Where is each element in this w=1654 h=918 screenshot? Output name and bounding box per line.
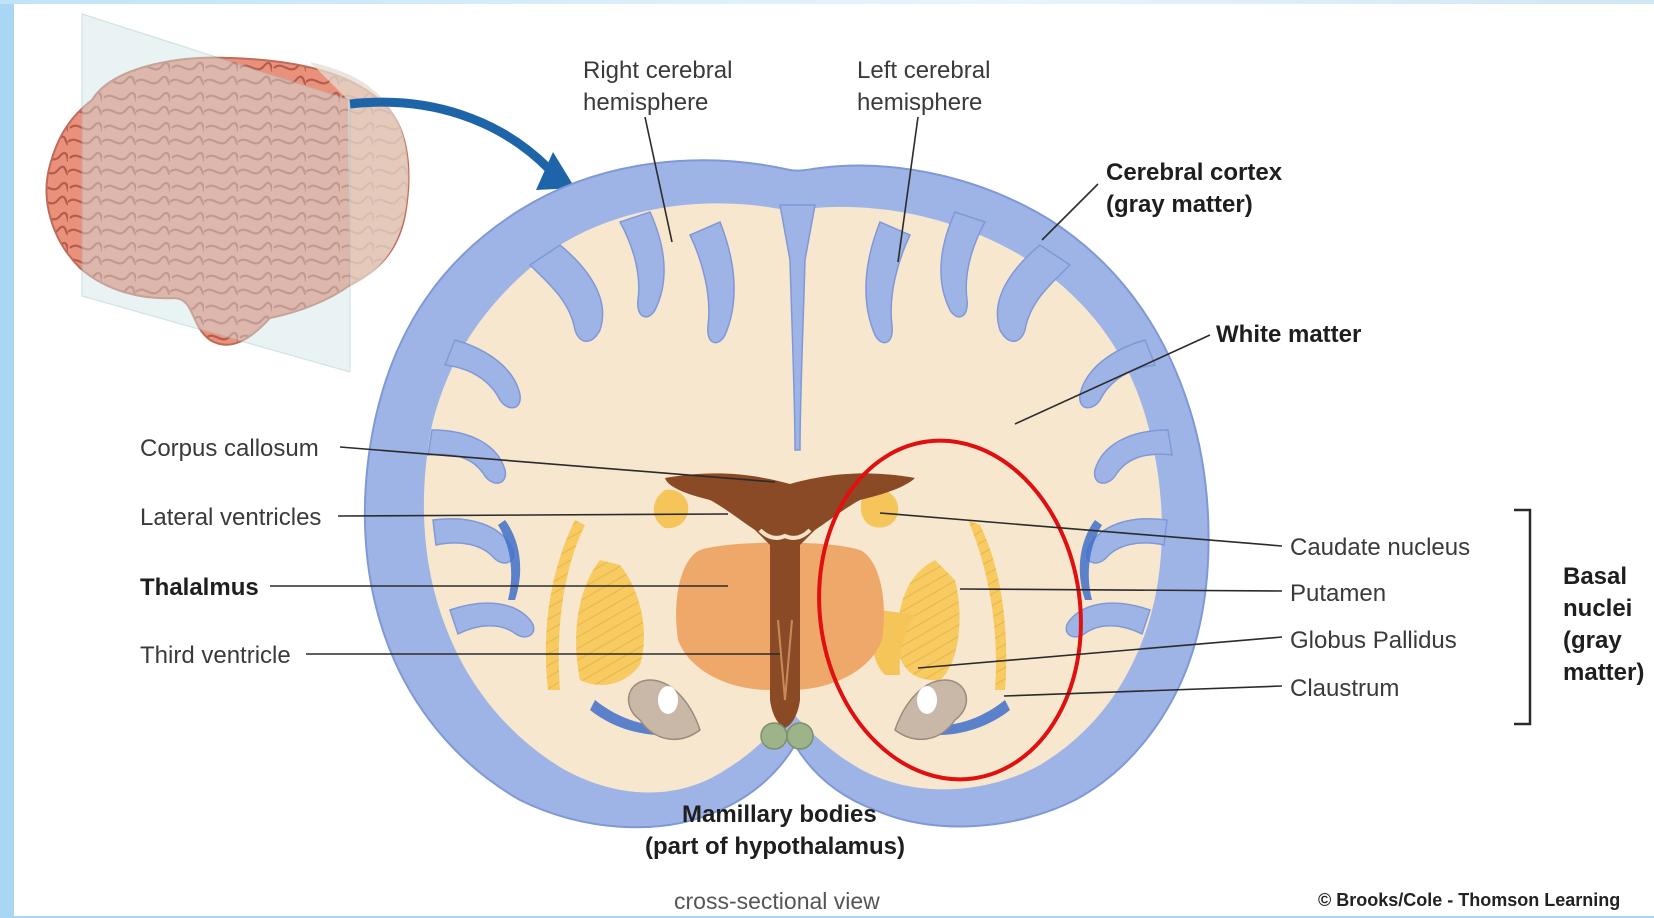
label-basal-nuclei-line3: (gray xyxy=(1563,627,1622,654)
coronal-section xyxy=(365,160,1209,827)
label-mamillary-line2: (part of hypothalamus) xyxy=(645,833,905,860)
leader-cerebral-cortex xyxy=(1042,184,1098,240)
label-globus-pallidus: Globus Pallidus xyxy=(1290,627,1457,654)
label-right-hemisphere-line2: hemisphere xyxy=(583,89,708,116)
label-right-hemisphere-line1: Right cerebral xyxy=(583,57,732,84)
caption-cross-sectional-view: cross-sectional view xyxy=(674,888,880,914)
label-left-hemisphere-line2: hemisphere xyxy=(857,89,982,116)
label-caudate-nucleus: Caudate nucleus xyxy=(1290,534,1470,561)
label-cerebral-cortex-line1: Cerebral cortex xyxy=(1106,159,1283,186)
label-claustrum: Claustrum xyxy=(1290,675,1399,702)
basal-nuclei-bracket xyxy=(1514,510,1530,724)
label-lateral-ventricles: Lateral ventricles xyxy=(140,504,321,531)
label-thalamus: Thalalmus xyxy=(140,574,259,601)
label-basal-nuclei-line4: matter) xyxy=(1563,659,1644,686)
label-third-ventricle: Third ventricle xyxy=(140,642,291,669)
label-cerebral-cortex-line2: (gray matter) xyxy=(1106,191,1253,218)
whole-brain-illustration xyxy=(47,14,409,372)
label-basal-nuclei-line1: Basal xyxy=(1563,563,1627,590)
label-basal-nuclei-line2: nuclei xyxy=(1563,595,1632,622)
label-white-matter: White matter xyxy=(1216,321,1361,348)
label-mamillary-line1: Mamillary bodies xyxy=(682,801,877,828)
copyright-notice: © Brooks/Cole - Thomson Learning xyxy=(1318,890,1620,910)
label-left-hemisphere-line1: Left cerebral xyxy=(857,57,990,84)
label-putamen: Putamen xyxy=(1290,580,1386,607)
label-corpus-callosum: Corpus callosum xyxy=(140,435,319,462)
